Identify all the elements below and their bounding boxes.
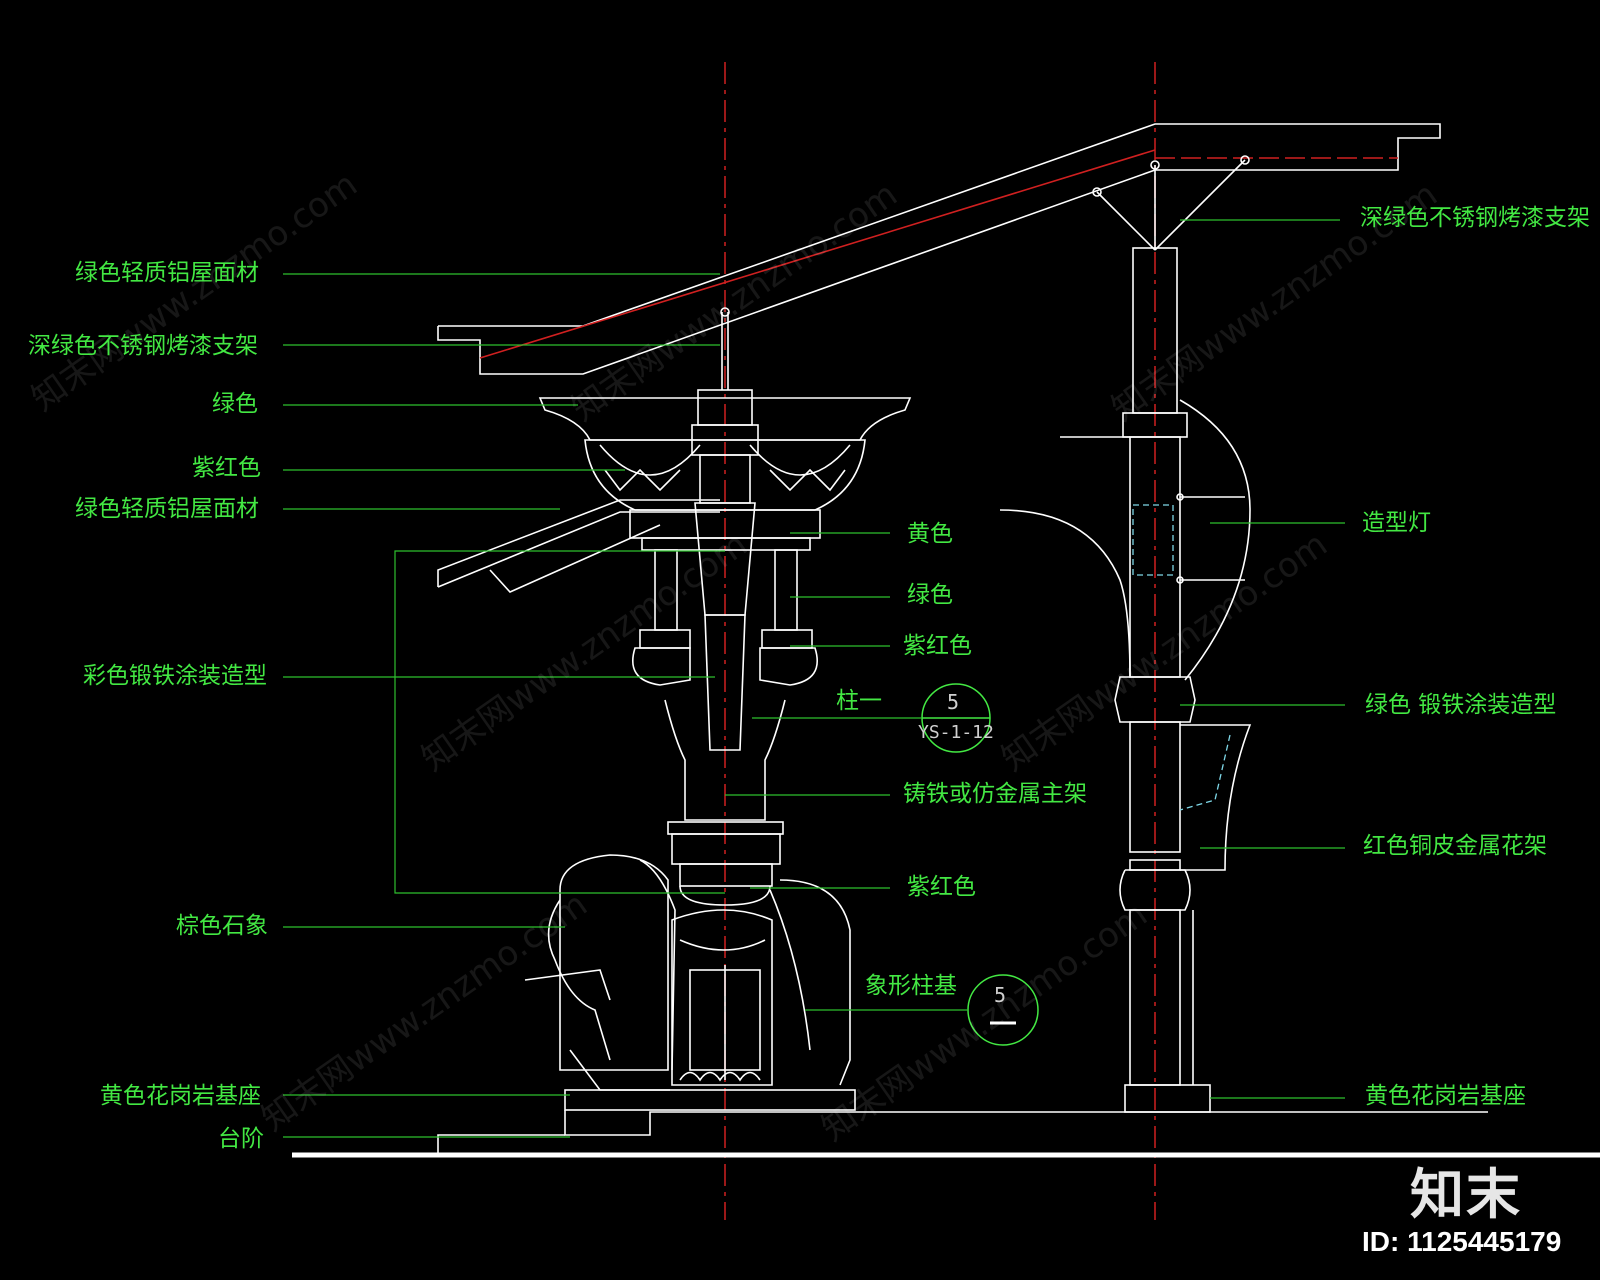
label-purple-center: 紫红色 [903,633,972,659]
label-yellow: 黄色 [907,521,953,547]
label-purple-lower: 紫红色 [907,874,976,900]
label-green-center: 绿色 [907,582,953,608]
elephant-base [559,854,669,1071]
label-main-frame: 铸铁或仿金属主架 [903,781,1087,807]
lower-roof [437,499,720,587]
ref1-number: 5 [947,690,960,714]
label-lamp: 造型灯 [1362,510,1431,536]
leader-lines [283,219,1345,1138]
label-bracket-right: 深绿色不锈钢烤漆支架 [1360,205,1590,231]
label-roof-material-lower: 绿色轻质铝屋面材 [75,496,259,522]
label-purple-left: 紫红色 [192,455,261,481]
label-flower-stand: 红色铜皮金属花架 [1363,833,1547,859]
label-step: 台阶 [218,1126,264,1152]
watermark-id: ID: 1125445179 [1362,1226,1562,1257]
ref2-number: 5 [994,983,1007,1007]
label-green-wrought-iron: 绿色 锻铁涂装造型 [1365,692,1557,718]
ref1-sheet: YS-1-12 [918,722,994,743]
lamp-outline [1132,504,1231,811]
watermark-logo: 知末 [1410,1163,1522,1226]
label-bracket-left: 深绿色不锈钢烤漆支架 [28,333,258,359]
label-granite-base-right: 黄色花岗岩基座 [1365,1083,1526,1109]
label-roof-material-upper: 绿色轻质铝屋面材 [75,260,259,286]
label-granite-base-left: 黄色花岗岩基座 [100,1083,261,1109]
label-elephant-base: 象形柱基 [865,973,957,999]
label-green-left: 绿色 [212,391,258,417]
upper-roof-inner [479,149,1156,359]
label-stone-elephant: 棕色石象 [176,913,268,939]
arc-lamp [1179,399,1251,681]
upper-roof [437,123,1441,375]
label-wrought-iron: 彩色锻铁涂装造型 [83,663,267,689]
label-column-one: 柱一 [836,688,882,714]
